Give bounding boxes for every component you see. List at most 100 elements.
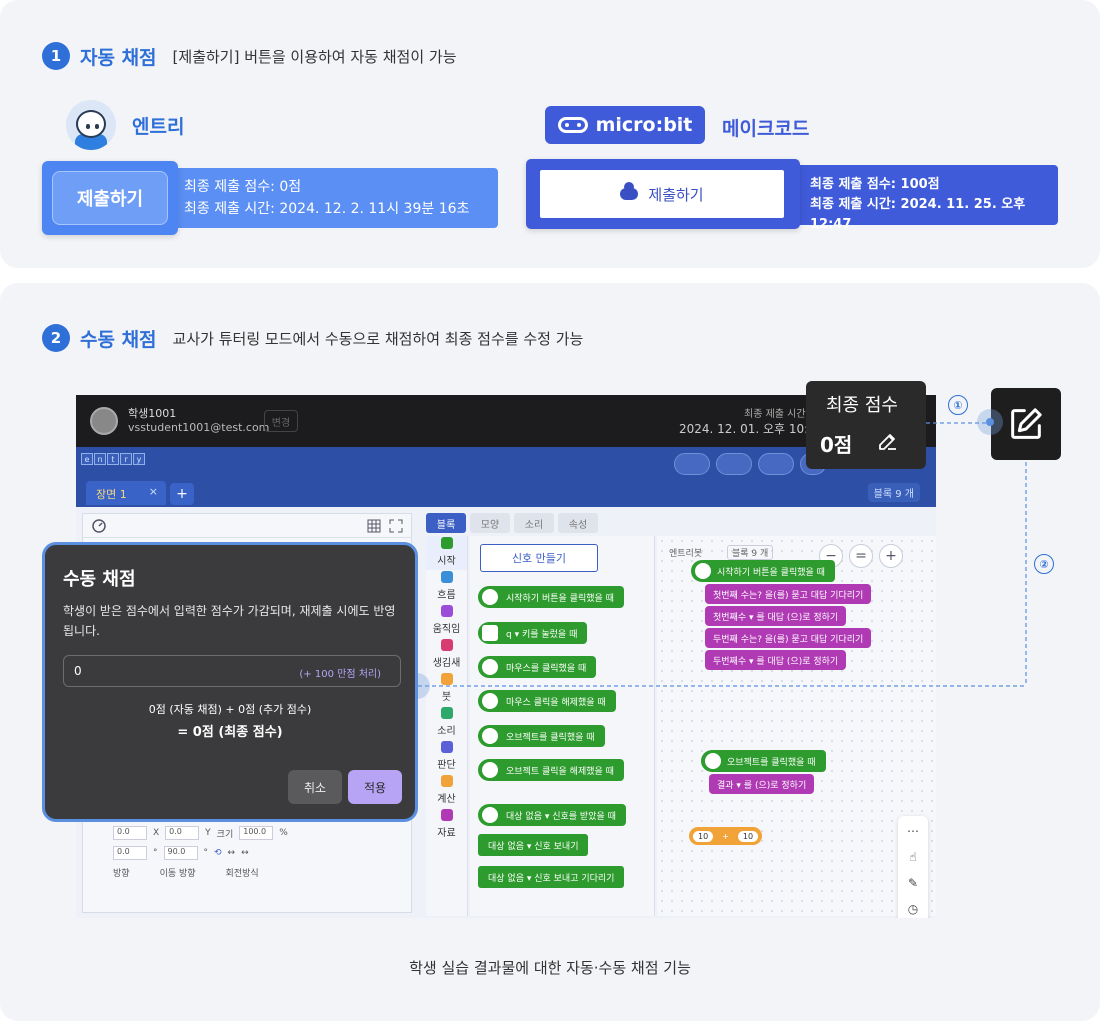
section-description: 교사가 튜터링 모드에서 수동으로 채점하여 최종 점수를 수정 가능 — [172, 329, 584, 348]
apply-button[interactable]: 적용 — [348, 770, 402, 804]
toolbar-file-button[interactable] — [716, 453, 752, 475]
palette-block[interactable]: 마우스를 클릭했을 때 — [478, 656, 597, 678]
score-result: = 0점 (최종 점수) — [177, 725, 283, 740]
block-label: 두번째 수는? 을(를) 묻고 대답 기다리기 — [713, 634, 864, 645]
make-signal-button[interactable]: 신호 만들기 — [480, 544, 598, 572]
move-direction-label: 이동 방향 — [159, 869, 196, 879]
category-sound[interactable]: 소리 — [426, 706, 467, 740]
submit-time-label: 최종 제출 시간 — [744, 409, 806, 420]
direction-input[interactable]: 0.0 — [113, 846, 147, 860]
palette-block[interactable]: 대상 없음 ▾ 신호 보내고 기다리기 — [478, 866, 625, 888]
canvas-block[interactable]: 시작하기 버튼을 클릭했을 때 — [691, 560, 835, 582]
canvas-block[interactable]: 결과 ▾ 를 (으)로 정하기 — [709, 774, 815, 794]
section-title: 수동 채점 — [80, 328, 157, 351]
palette-block[interactable]: 오브젝트 클릭을 해제했을 때 — [478, 759, 624, 781]
toolbar-menu-button[interactable] — [674, 453, 710, 475]
edit-score-button-enlarged[interactable] — [991, 388, 1061, 460]
final-score-popup: 최종 점수 0점 — [806, 381, 926, 469]
category-data[interactable]: 자료 — [426, 808, 467, 842]
tab-blocks[interactable]: 블록 — [426, 513, 466, 533]
wordmark-letter: r — [120, 453, 132, 465]
microbit-logo: micro:bit — [545, 106, 705, 144]
block-label: 마우스 클릭을 해제했을 때 — [506, 697, 606, 708]
grid-icon[interactable] — [367, 519, 381, 533]
x-input[interactable]: 0.0 — [113, 826, 147, 840]
fullscreen-icon[interactable] — [389, 519, 403, 533]
code-canvas[interactable]: 엔트리봇 블록 9 개 − = + 시작하기 버튼을 클릭했을 때 첫번째 수는… — [657, 536, 936, 918]
zoom-in-button[interactable]: + — [879, 544, 903, 568]
change-student-button[interactable]: 변경 — [264, 410, 298, 432]
category-label: 움직임 — [432, 624, 461, 635]
block-label: 대상 없음 ▾ 신호 보내기 — [488, 841, 579, 852]
canvas-block[interactable]: 오브젝트를 클릭했을 때 — [701, 750, 826, 772]
student-name: 학생1001 — [128, 407, 177, 420]
entry-brand-name: 엔트리 — [132, 116, 185, 138]
canvas-block[interactable]: 첫번째수 ▾ 를 대답 (으)로 정하기 — [705, 606, 847, 626]
block-label: q ▾ 키를 눌렀을 때 — [506, 629, 578, 640]
speed-icon[interactable] — [91, 518, 107, 534]
block-label: 시작하기 버튼을 클릭했을 때 — [717, 567, 825, 578]
direction-label: 방향 — [113, 869, 130, 879]
canvas-block[interactable]: 첫번째 수는? 을(를) 묻고 대답 기다리기 — [705, 584, 872, 604]
callout-marker-1: ① — [948, 395, 968, 415]
hand-icon[interactable]: ☝ — [909, 850, 917, 864]
more-icon[interactable]: ⋯ — [907, 824, 919, 838]
size-input[interactable]: 100.0 — [239, 826, 274, 840]
section-number: 2 — [42, 324, 70, 352]
canvas-block[interactable]: 두번째 수는? 을(를) 묻고 대답 기다리기 — [705, 628, 872, 648]
calc-block[interactable]: 10 + 10 — [689, 827, 763, 845]
section-title: 자동 채점 — [80, 46, 157, 69]
category-looks[interactable]: 생김새 — [426, 638, 467, 672]
rotate-icon[interactable]: ⟲ — [214, 848, 222, 858]
zoom-reset-button[interactable]: = — [849, 544, 873, 568]
category-motion[interactable]: 움직임 — [426, 604, 467, 638]
category-label: 판단 — [437, 760, 456, 771]
edit-score-icon[interactable] — [876, 429, 900, 453]
arrows-icon[interactable]: ↔ — [227, 848, 236, 858]
pencil-icon[interactable]: ✎ — [907, 876, 919, 890]
arrows-icon[interactable]: ↔ — [241, 848, 249, 858]
palette-block[interactable]: 오브젝트를 클릭했을 때 — [478, 725, 605, 747]
editor-toolbar: e n t r y 장면 1 × + 블록 9 개 — [76, 447, 936, 507]
category-judge[interactable]: 판단 — [426, 740, 467, 774]
degree-label: ° — [153, 848, 158, 858]
figure-caption: 학생 실습 결과물에 대한 자동·수동 채점 기능 — [409, 959, 691, 977]
score-input[interactable]: 0 — [63, 655, 401, 687]
block-categories: 시작 흐름 움직임 생김새 붓 소리 판단 계산 자료 — [426, 536, 468, 916]
connector-dot — [977, 409, 1003, 435]
palette-block[interactable]: 대상 없음 ▾ 신호를 받았을 때 — [478, 804, 626, 826]
timer-icon[interactable]: ◷ — [907, 902, 919, 916]
palette-block[interactable]: 마우스 클릭을 해제했을 때 — [478, 690, 616, 712]
block-label: 시작하기 버튼을 클릭했을 때 — [506, 593, 614, 604]
calc-operand: 10 — [693, 830, 714, 842]
auto-grading-panel: 1 자동 채점 [제출하기] 버튼을 이용하여 자동 채점이 가능 엔트리 최종… — [0, 0, 1100, 268]
block-label: 결과 ▾ 를 (으)로 정하기 — [717, 780, 807, 791]
category-calc[interactable]: 계산 — [426, 774, 467, 808]
score-calculation: 0점 (자동 채점) + 0점 (추가 점수) — [148, 703, 312, 716]
category-start[interactable]: 시작 — [426, 536, 467, 570]
tab-scene-1[interactable]: 장면 1 × — [86, 481, 166, 505]
entry-submit-button[interactable]: 제출하기 — [52, 171, 168, 225]
add-scene-button[interactable]: + — [170, 483, 194, 505]
makecode-submit-button[interactable]: 제출하기 — [540, 170, 784, 218]
cancel-button[interactable]: 취소 — [288, 770, 342, 804]
canvas-side-tools: ⋯ ☝ ✎ ◷ ⚇ ❐ ● — [898, 816, 928, 918]
toolbar-save-button[interactable] — [758, 453, 794, 475]
palette-block[interactable]: q ▾ 키를 눌렀을 때 — [478, 622, 588, 644]
close-icon[interactable]: × — [148, 485, 158, 498]
block-label: 오브젝트 클릭을 해제했을 때 — [506, 766, 614, 777]
y-input[interactable]: 0.0 — [165, 826, 200, 840]
entry-wordmark: e n t r y — [81, 453, 145, 465]
tab-properties[interactable]: 속성 — [558, 513, 598, 533]
canvas-block[interactable]: 두번째수 ▾ 를 대답 (으)로 정하기 — [705, 650, 847, 670]
wordmark-letter: y — [133, 453, 145, 465]
palette-block[interactable]: 시작하기 버튼을 클릭했을 때 — [478, 586, 624, 608]
tab-sounds[interactable]: 소리 — [514, 513, 554, 533]
palette-block[interactable]: 대상 없음 ▾ 신호 보내기 — [478, 834, 589, 856]
category-label: 계산 — [437, 794, 456, 805]
move-direction-input[interactable]: 90.0 — [163, 846, 198, 860]
full-score-hint[interactable]: (+ 100 만점 처리) — [299, 669, 381, 680]
category-flow[interactable]: 흐름 — [426, 570, 467, 604]
tab-shapes[interactable]: 모양 — [470, 513, 510, 533]
category-brush[interactable]: 붓 — [426, 672, 467, 706]
